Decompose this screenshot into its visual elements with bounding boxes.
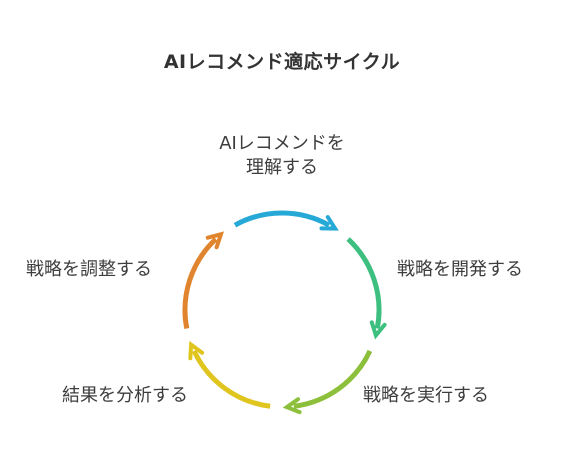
arc-analyze [191, 349, 271, 409]
step-develop-label: 戦略を開発する [397, 259, 523, 280]
arc-understand-arrowhead [319, 215, 339, 231]
arc-analyze-arrowhead [188, 340, 205, 361]
arc-adjust [182, 237, 218, 329]
arc-execute [293, 349, 373, 409]
step-analyze-label: 結果を分析する [62, 385, 188, 406]
arc-adjust-arrowhead [205, 231, 225, 250]
step-understand-line1: AIレコメンドを [219, 133, 345, 154]
arc-understand [233, 210, 331, 228]
diagram-title: AIレコメンド適応サイクル [163, 51, 401, 73]
arc-develop-arrowhead [369, 320, 387, 340]
step-adjust-label: 戦略を調整する [26, 259, 152, 280]
step-understand-label: AIレコメンドを 理解する [182, 132, 382, 180]
arc-develop [346, 237, 382, 329]
step-execute-label: 戦略を実行する [363, 385, 489, 406]
arc-execute-arrowhead [282, 397, 302, 415]
step-understand-line2: 理解する [246, 157, 318, 178]
